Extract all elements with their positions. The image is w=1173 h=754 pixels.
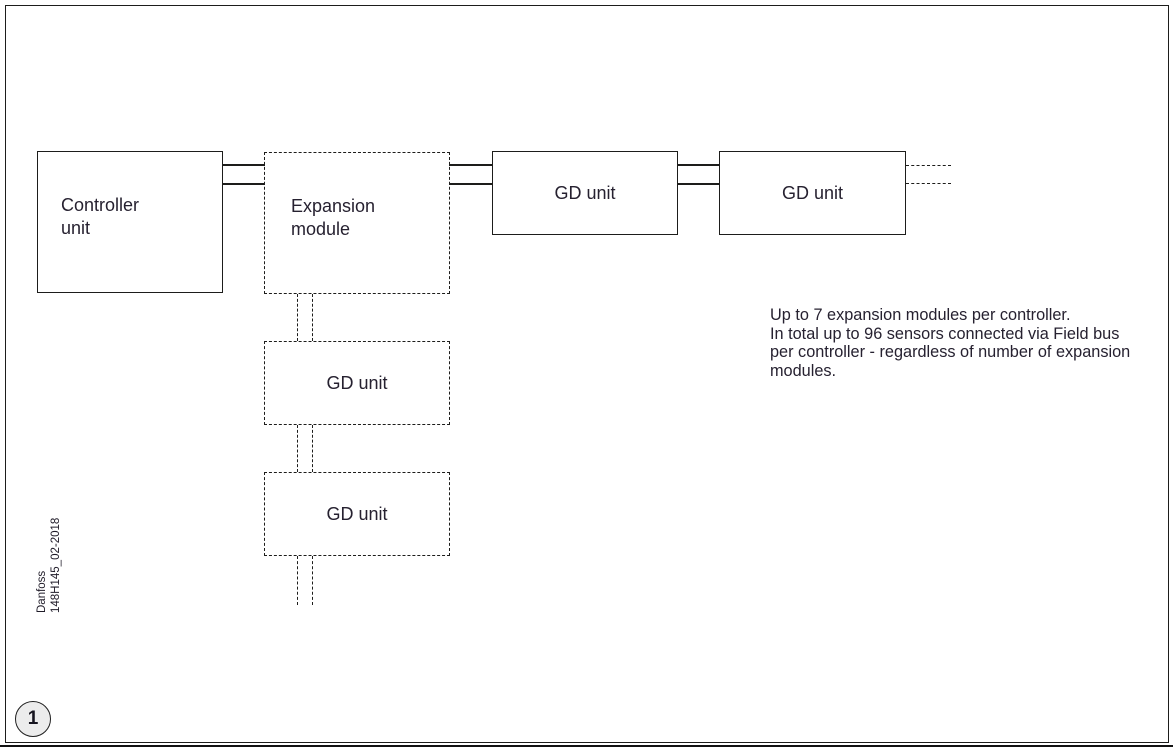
document-watermark: Danfoss 148H145_02-2018 [36,518,63,613]
gd-unit-top-left-box: GD unit [492,151,678,235]
expansion-module-label-line1: Expansion [291,196,376,216]
figure-number: 1 [27,708,39,729]
bus-continuation-dashed-bottom [906,183,951,184]
figure-number-badge: 1 [15,701,51,737]
gd-unit-top-right-label: GD unit [781,182,844,203]
gd-unit-stack-upper-label: GD unit [326,372,388,393]
vbus-gd-lower-continuation-left [297,556,298,605]
bus-line-gd1-gd2-bottom [677,183,720,185]
controller-unit-box: Controller unit [37,151,223,293]
bus-line-expansion-gd1-top [449,164,493,166]
watermark-doc-code: 148H145_02-2018 [49,517,62,613]
gd-unit-stack-lower-box: GD unit [264,472,450,556]
bus-line-controller-expansion-bottom [223,183,265,185]
gd-unit-top-right-box: GD unit [719,151,906,235]
capacity-note-line1: Up to 7 expansion modules per controller… [770,306,1071,324]
vbus-expansion-gd-upper-left [297,294,298,341]
vbus-gd-lower-continuation-right [312,556,313,605]
controller-unit-label-line2: unit [61,218,91,238]
next-panel-top-edge [0,745,1173,748]
capacity-note-line4: modules. [770,361,837,380]
controller-unit-label-line1: Controller [61,195,140,215]
capacity-note-line3: per controller - regardless of number of… [770,343,1131,361]
figure-frame [5,5,1169,743]
gd-unit-stack-lower-label: GD unit [326,503,388,524]
bus-line-expansion-gd1-bottom [449,183,493,185]
vbus-gd-upper-gd-lower-left [297,425,298,472]
watermark-brand: Danfoss [36,570,48,613]
gd-unit-stack-upper-box: GD unit [264,341,450,425]
expansion-module-box: Expansion module [264,152,450,294]
gd-unit-top-left-label: GD unit [554,182,616,203]
capacity-note-line2: In total up to 96 sensors connected via … [770,324,1120,343]
capacity-note: Up to 7 expansion modules per controller… [770,306,1173,380]
bus-continuation-dashed-top [906,165,951,166]
expansion-module-label-line2: module [291,219,351,239]
vbus-expansion-gd-upper-right [312,294,313,341]
bus-line-controller-expansion-top [223,164,265,166]
bus-line-gd1-gd2-top [677,164,720,166]
vbus-gd-upper-gd-lower-right [312,425,313,472]
